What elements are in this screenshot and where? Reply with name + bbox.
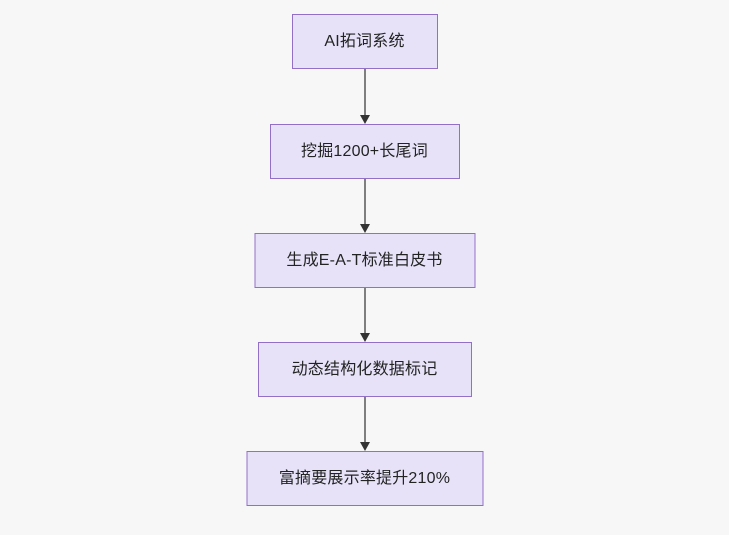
flow-edge-2: [358, 179, 372, 233]
flow-edge-3: [358, 288, 372, 342]
flow-node-2-label: 挖掘1200+长尾词: [301, 142, 428, 160]
flow-edge-3-line: [363, 288, 366, 334]
flow-node-4[interactable]: 动态结构化数据标记: [257, 342, 472, 397]
flow-node-5[interactable]: 富摘要展示率提升210%: [246, 451, 483, 506]
flow-node-2[interactable]: 挖掘1200+长尾词: [269, 124, 460, 179]
flow-node-1-label: AI拓词系统: [324, 32, 405, 50]
flow-edge-1-line: [363, 69, 366, 116]
flow-node-5-label: 富摘要展示率提升210%: [278, 469, 451, 487]
arrow-head-icon: [359, 224, 370, 233]
flow-edge-4: [358, 397, 372, 451]
flow-node-3-label: 生成E-A-T标准白皮书: [286, 251, 443, 269]
flow-edge-4-line: [363, 397, 366, 443]
flow-edge-1: [358, 69, 372, 124]
flow-edge-2-line: [363, 179, 366, 225]
flow-node-3[interactable]: 生成E-A-T标准白皮书: [254, 233, 475, 288]
arrow-head-icon: [359, 442, 370, 451]
flow-node-1[interactable]: AI拓词系统: [291, 14, 438, 69]
arrow-head-icon: [359, 115, 370, 124]
flow-node-4-label: 动态结构化数据标记: [291, 360, 438, 378]
arrow-head-icon: [359, 333, 370, 342]
